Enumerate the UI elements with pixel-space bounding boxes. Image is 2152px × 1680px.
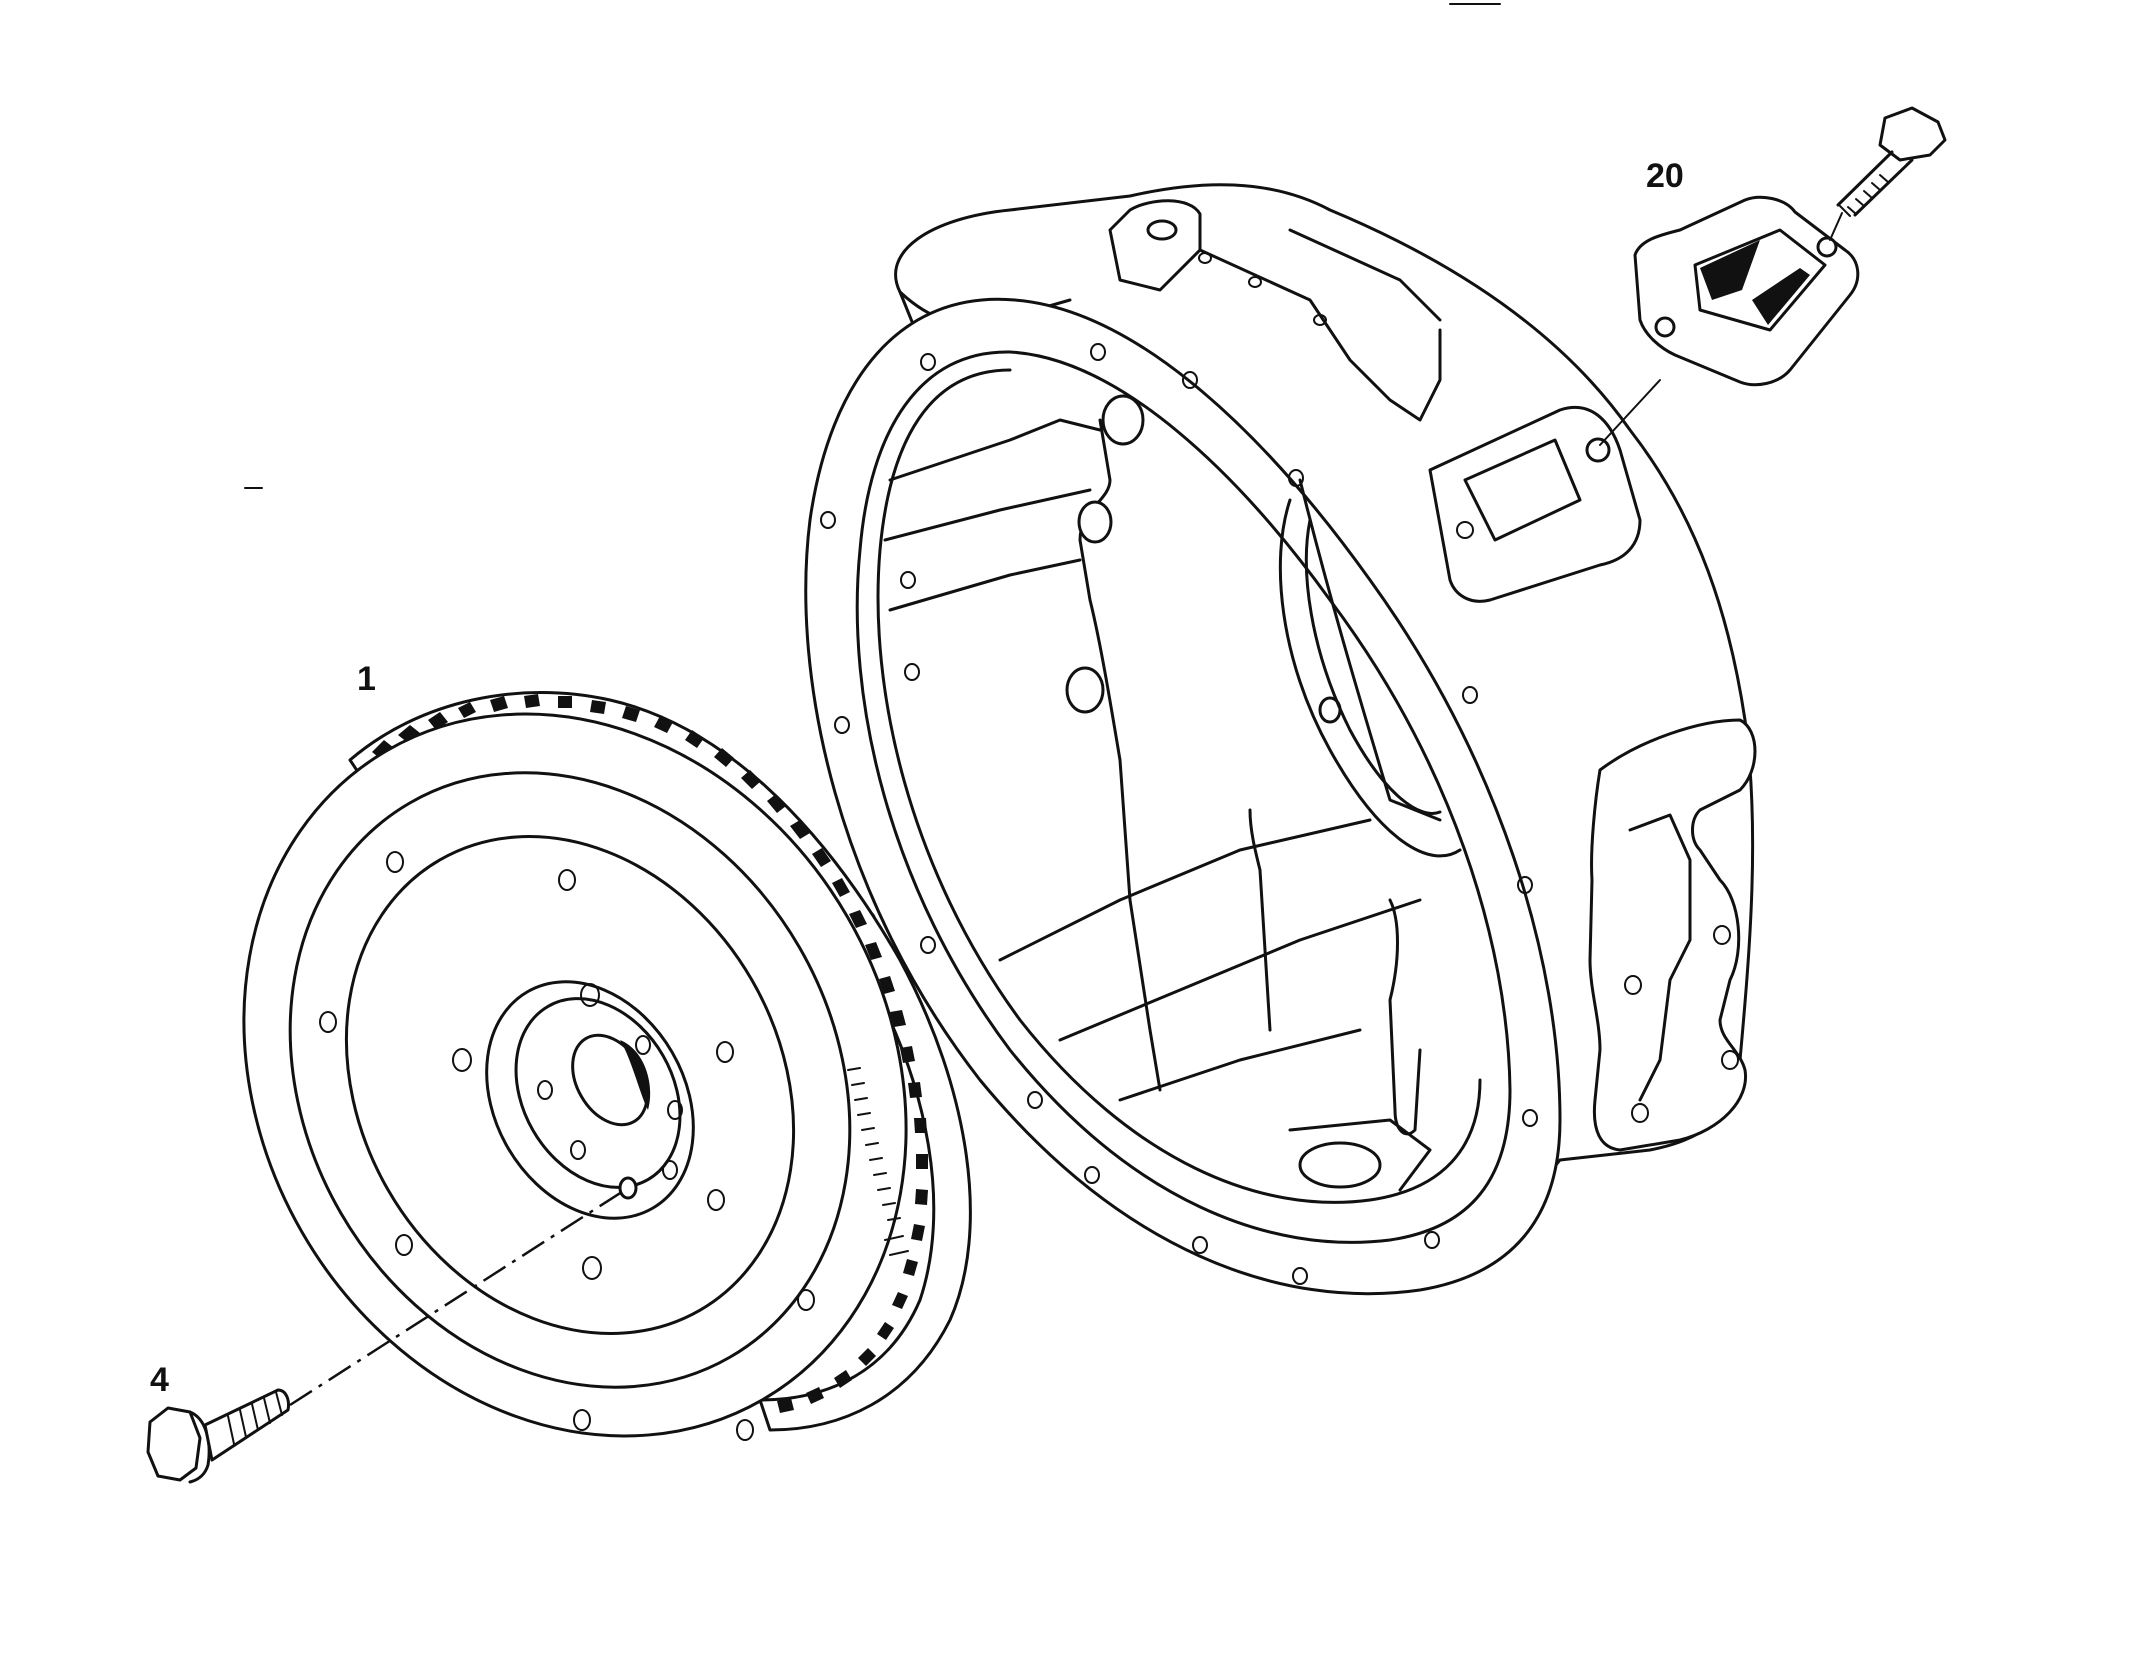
housing-boss-2 [1077, 500, 1113, 544]
flywheel-hub-step [485, 980, 695, 1220]
housing-top-hole-b [1248, 276, 1262, 288]
housing-top-rib-2 [1288, 228, 1442, 322]
flange-hole [1424, 1231, 1440, 1249]
inspection-opening [1463, 438, 1582, 542]
housing-top-hole-a [1198, 252, 1212, 264]
flywheel-bolt-flange [188, 1410, 211, 1484]
top-boss-hole [1146, 219, 1178, 241]
crank-bolt-holes [537, 1035, 683, 1200]
ring-gear-teeth [372, 694, 928, 1413]
housing-bottom-pad [1288, 1118, 1432, 1192]
cover-to-housing-leader [1599, 379, 1661, 446]
timing-marks [847, 1067, 909, 1256]
flange-hole [1462, 686, 1478, 704]
flywheel-friction-ring [288, 771, 852, 1389]
flange-hole [820, 511, 836, 529]
flange-hole [1182, 371, 1198, 389]
housing-rib-2 [883, 488, 1092, 542]
cover-plate-window [1693, 228, 1827, 332]
callout-flywheel-bolt: 4 [150, 1361, 169, 1399]
starter-bore-outer [1278, 498, 1462, 858]
cover-bolt-head [1878, 106, 1947, 162]
inspection-pad-hole [1585, 437, 1611, 463]
housing-boss-1 [1101, 394, 1145, 446]
flange-hole [1090, 343, 1106, 361]
flange-hole [920, 936, 936, 954]
housing-front-flange [804, 297, 1562, 1296]
flange-hole [1292, 1267, 1308, 1285]
cover-plate-shade-2 [1752, 268, 1810, 325]
clutch-bolt-holes [319, 851, 815, 1441]
housing-rib-1 [888, 418, 1102, 482]
housing-boss-3 [1065, 666, 1105, 714]
flange-hole [1027, 1091, 1043, 1109]
side-pad-hole-2 [1624, 975, 1642, 995]
flywheel-bolt-shank [203, 1388, 290, 1462]
flywheel-bore-shadow [620, 1040, 651, 1110]
cover-plate-hole-left [1654, 316, 1676, 338]
cover-plate-hole-right [1816, 236, 1838, 258]
cover-bolt-shank [1836, 150, 1914, 217]
housing-flange-inner [855, 350, 1512, 1244]
flange-hole [834, 716, 850, 734]
flywheel-bolt [146, 1388, 290, 1484]
cover-bolt-leader [1829, 212, 1843, 241]
cover-bolt [1829, 106, 1947, 241]
callout-cover-plate: 20 [1646, 157, 1684, 195]
flange-hole [920, 353, 936, 371]
housing-web-side [1298, 478, 1442, 822]
flange-hole [1288, 469, 1304, 487]
flange-hole [1084, 1166, 1100, 1184]
housing-top-hole-c [1313, 314, 1327, 326]
cover-plate [1599, 195, 1860, 446]
starter-bore-inner [1304, 518, 1442, 815]
side-pad-hole-4 [1631, 1103, 1649, 1123]
cover-plate-shade [1700, 240, 1760, 300]
housing-side-pad [1588, 718, 1757, 1152]
flywheel-housing [804, 183, 1757, 1296]
flange-hole [1522, 1109, 1538, 1127]
housing-web-vertical-1 [1118, 758, 1162, 1092]
flange-hole [900, 571, 916, 589]
housing-rib-3 [888, 558, 1082, 612]
assembly-axis-line [289, 1186, 629, 1407]
flange-hole [1192, 1236, 1208, 1254]
side-pad-hole-1 [1713, 925, 1731, 945]
flywheel-bolt-head [146, 1406, 202, 1482]
housing-rib-4 [998, 818, 1372, 962]
flywheel-friction-ring-inner [344, 835, 796, 1335]
flywheel-bolt-threads [227, 1391, 283, 1445]
side-pad-inner [1628, 813, 1692, 1102]
housing-top-boss [1108, 199, 1202, 292]
side-pad-hole-3 [1721, 1050, 1739, 1070]
inspection-pad-hole-2 [1456, 521, 1474, 539]
cover-bolt-threads [1839, 174, 1889, 217]
callout-flywheel: 1 [357, 660, 376, 698]
flange-hole [904, 663, 920, 681]
housing-top-rib [1198, 248, 1442, 422]
housing-web-vertical-2 [1248, 808, 1272, 1032]
flange-bolt-holes [820, 343, 1538, 1285]
flywheel [242, 691, 972, 1441]
housing-bottom-hole [1298, 1141, 1382, 1189]
housing-rib-5 [1058, 898, 1422, 1042]
housing-web-vertical-4 [1078, 418, 1122, 762]
flange-hole [1517, 876, 1533, 894]
